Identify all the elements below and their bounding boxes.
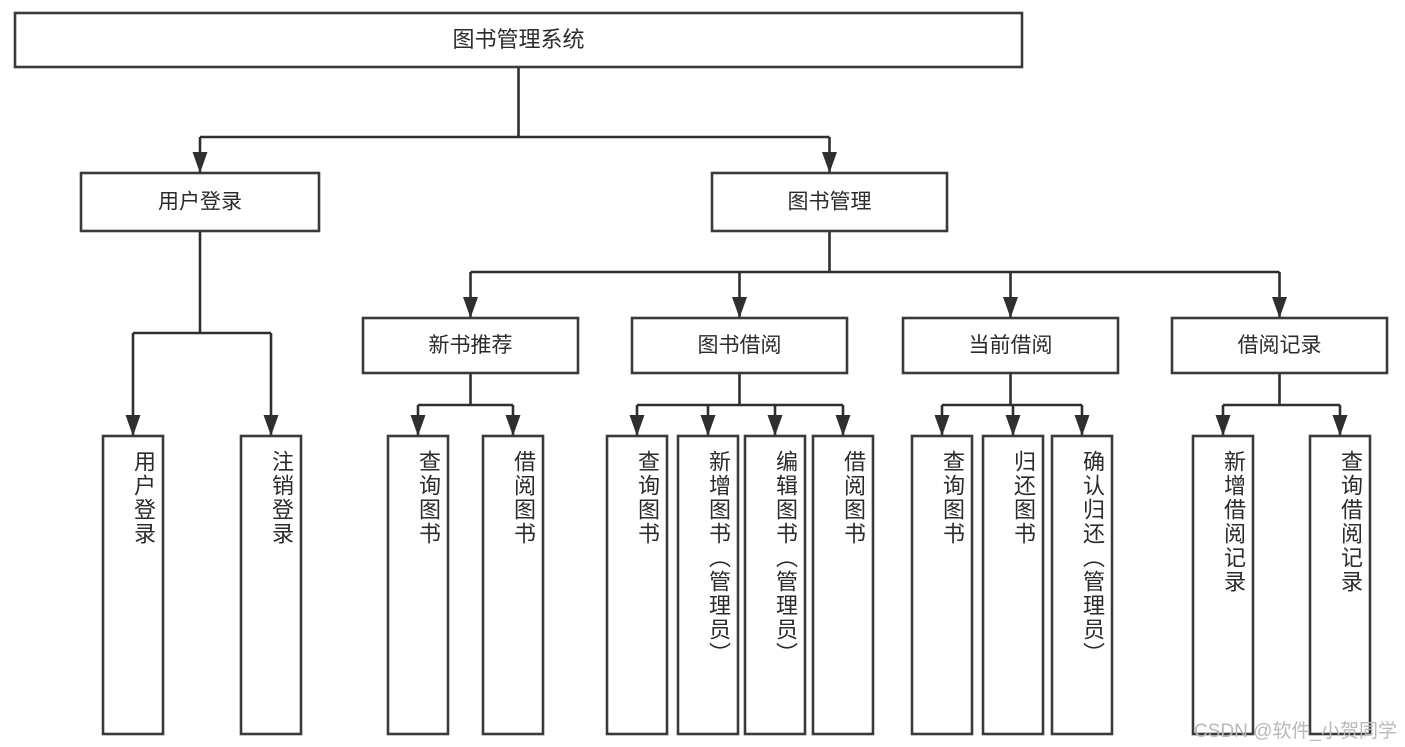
node-box-leaf-query-borrow-record[interactable] <box>1308 434 1372 736</box>
arrow-head-book-borrow-0 <box>629 415 645 436</box>
node-label-new-book-recommend: 新书推荐 <box>429 334 513 357</box>
connectors-layer <box>125 67 1348 436</box>
node-box-leaf-borrow-book[interactable] <box>811 434 875 736</box>
node-box-leaf-borrow-book-recommend[interactable] <box>481 434 545 736</box>
arrow-head-borrow-record-0 <box>1215 415 1231 436</box>
node-box-leaf-confirm-return[interactable] <box>1050 434 1114 736</box>
arrow-head-user-login-0 <box>125 415 141 436</box>
arrow-head-book-borrow-3 <box>835 415 851 436</box>
arrow-head-book-borrow-2 <box>767 415 783 436</box>
arrow-head-book-management-3 <box>1272 297 1287 318</box>
node-box-leaf-query-book-borrow[interactable] <box>605 434 669 736</box>
arrow-head-new-book-recommend-1 <box>505 415 521 436</box>
csdn-watermark: CSDN @软件_小贺同学 <box>1194 721 1397 742</box>
node-label-book-management: 图书管理 <box>788 191 872 214</box>
arrow-head-user-login-1 <box>263 415 279 436</box>
node-box-leaf-query-book-current[interactable] <box>910 434 974 736</box>
node-box-user-login[interactable] <box>79 171 321 233</box>
node-box-book-management[interactable] <box>710 171 949 233</box>
arrow-head-current-borrow-1 <box>1005 415 1021 436</box>
node-box-leaf-return-book[interactable] <box>981 434 1045 736</box>
node-label-current-borrow: 当前借阅 <box>969 334 1053 357</box>
arrow-head-root-1 <box>822 152 837 173</box>
node-label-user-login: 用户登录 <box>158 191 242 214</box>
arrow-head-current-borrow-2 <box>1074 415 1090 436</box>
arrow-head-book-management-2 <box>1003 297 1018 318</box>
node-box-leaf-user-login[interactable] <box>101 434 165 736</box>
node-label-root: 图书管理系统 <box>452 27 584 52</box>
arrow-head-book-management-1 <box>732 297 747 318</box>
node-box-borrow-record[interactable] <box>1170 316 1389 375</box>
node-label-borrow-record: 借阅记录 <box>1238 334 1322 357</box>
node-box-leaf-query-book-recommend[interactable] <box>386 434 450 736</box>
node-box-leaf-add-borrow-record[interactable] <box>1191 434 1255 736</box>
arrow-head-root-0 <box>192 152 208 173</box>
node-box-leaf-logout[interactable] <box>239 434 303 736</box>
node-box-book-borrow[interactable] <box>630 316 849 375</box>
node-box-root[interactable] <box>13 11 1024 69</box>
node-label-book-borrow: 图书借阅 <box>698 334 782 357</box>
arrow-head-borrow-record-1 <box>1332 415 1348 436</box>
node-box-current-borrow[interactable] <box>901 316 1120 375</box>
node-box-leaf-edit-book[interactable] <box>743 434 807 736</box>
arrow-head-book-management-0 <box>463 297 478 318</box>
node-box-leaf-add-book[interactable] <box>676 434 740 736</box>
node-box-new-book-recommend[interactable] <box>361 316 580 375</box>
arrow-head-current-borrow-0 <box>934 415 950 436</box>
arrow-head-book-borrow-1 <box>700 415 716 436</box>
arrow-head-new-book-recommend-0 <box>410 415 426 436</box>
boxes-layer <box>13 11 1389 736</box>
